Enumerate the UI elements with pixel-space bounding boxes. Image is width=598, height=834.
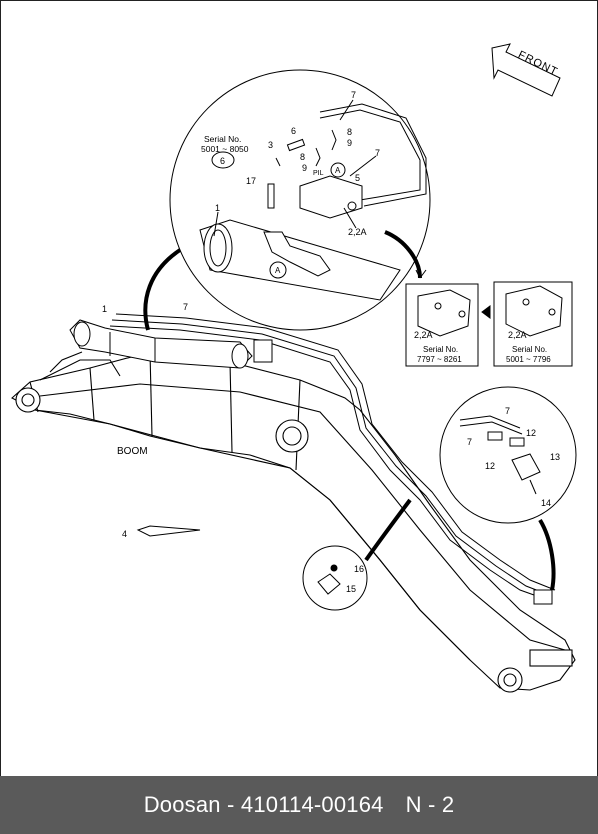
hydraulic-lines xyxy=(109,313,556,605)
callout-8-b: 8 xyxy=(300,152,305,162)
callout-6-circled: 6 xyxy=(220,156,225,166)
callout-1-boom: 1 xyxy=(102,304,107,314)
valve-left-serial-range: 7797 ~ 8261 xyxy=(417,355,462,364)
detail-circle-right xyxy=(439,386,577,524)
valve-right-code: 2,2A xyxy=(508,330,527,340)
part-number: Doosan - 410114-00164 xyxy=(143,792,384,817)
footer-bar: Doosan - 410114-00164 N - 2 xyxy=(0,776,598,834)
callout-12-b: 12 xyxy=(485,461,495,471)
cable-tie xyxy=(136,525,201,537)
callout-14: 14 xyxy=(541,498,551,508)
callout-17: 17 xyxy=(246,176,256,186)
detail-circle-top xyxy=(169,69,431,331)
callout-3: 3 xyxy=(268,140,273,150)
callout-16: 16 xyxy=(354,564,364,574)
callout-9-a: 9 xyxy=(347,138,352,148)
serial-label-top: Serial No. xyxy=(204,134,241,144)
detail-circle-bottom xyxy=(302,545,368,611)
callout-9-b: 9 xyxy=(302,163,307,173)
valve-right-serial-range: 5001 ~ 7796 xyxy=(506,355,551,364)
boom-label: BOOM xyxy=(117,446,148,457)
callout-7-mid: 7 xyxy=(375,148,380,158)
parts-diagram: FRONT BOOM Serial No. 5001 ~ 8050 6 6 3 … xyxy=(11,43,577,693)
boom-body xyxy=(11,351,576,693)
callout-8-a: 8 xyxy=(347,127,352,137)
callout-7-top: 7 xyxy=(351,90,356,100)
callout-1-top: 1 xyxy=(215,203,220,213)
valve-right-serial-label: Serial No. xyxy=(512,345,547,354)
callout-6: 6 xyxy=(291,126,296,136)
serial-range-top: 5001 ~ 8050 xyxy=(201,144,249,154)
callout-a-clamp: A xyxy=(275,266,281,275)
callout-5: 5 xyxy=(355,173,360,183)
callout-7-boom: 7 xyxy=(183,302,188,312)
valve-left-code: 2,2A xyxy=(414,330,433,340)
callout-12-a: 12 xyxy=(526,428,536,438)
boom-cylinder xyxy=(69,319,253,369)
front-arrow-icon xyxy=(491,43,561,97)
callout-a-top: A xyxy=(335,166,341,175)
callout-15: 15 xyxy=(346,584,356,594)
valve-box-left xyxy=(405,283,479,367)
callout-2-2a-top: 2,2A xyxy=(348,227,367,237)
callout-7-right-b: 7 xyxy=(467,437,472,447)
page-number: N - 2 xyxy=(405,792,455,817)
pil-label: PIL xyxy=(313,170,324,177)
callout-7-right-a: 7 xyxy=(505,406,510,416)
callout-13: 13 xyxy=(550,452,560,462)
valve-box-right xyxy=(493,281,573,367)
valve-left-serial-label: Serial No. xyxy=(423,345,458,354)
callout-4: 4 xyxy=(122,529,127,539)
